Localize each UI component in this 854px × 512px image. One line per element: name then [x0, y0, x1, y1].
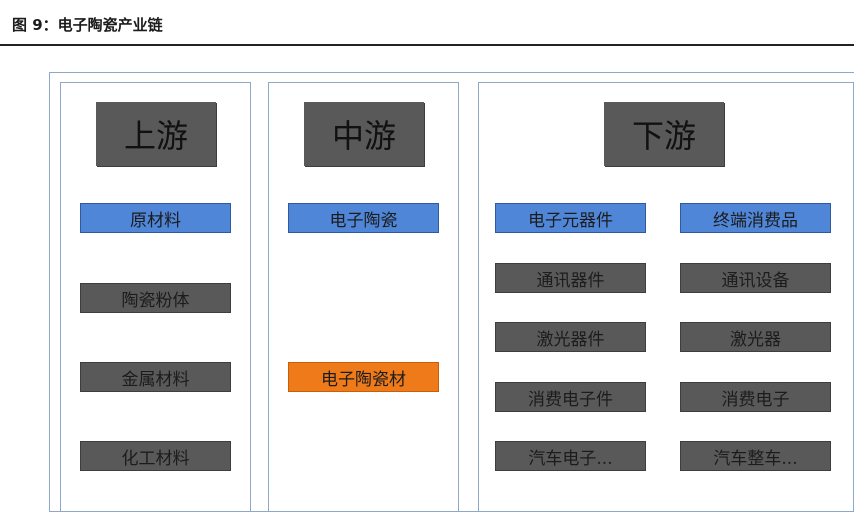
downstream-left-item-laser-devices: 激光器件 [495, 322, 646, 352]
downstream-right-item-lasers: 激光器 [680, 322, 831, 352]
upstream-item-ceramic-powder: 陶瓷粉体 [80, 283, 231, 313]
title-divider [0, 44, 854, 46]
downstream-right-item-comm-equipment: 通讯设备 [680, 263, 831, 293]
midstream-item-electronic-ceramic-materials: 电子陶瓷材 [288, 362, 439, 392]
downstream-left-item-components: 电子元器件 [495, 203, 646, 233]
midstream-header: 中游 [304, 102, 424, 166]
upstream-item-raw-materials: 原材料 [80, 203, 231, 233]
downstream-right-item-consumer-electronics: 消费电子 [680, 382, 831, 412]
upstream-header: 上游 [96, 102, 216, 166]
downstream-left-item-comm-devices: 通讯器件 [495, 263, 646, 293]
downstream-right-item-vehicles: 汽车整车... [680, 441, 831, 471]
downstream-left-item-consumer-parts: 消费电子件 [495, 382, 646, 412]
figure-title: 图 9：电子陶瓷产业链 [12, 16, 163, 34]
midstream-item-electronic-ceramics: 电子陶瓷 [288, 203, 439, 233]
upstream-item-chemical-materials: 化工材料 [80, 441, 231, 471]
downstream-right-item-end-consumer: 终端消费品 [680, 203, 831, 233]
upstream-item-metal-materials: 金属材料 [80, 362, 231, 392]
downstream-header: 下游 [604, 102, 724, 166]
downstream-left-item-auto-electronics: 汽车电子... [495, 441, 646, 471]
